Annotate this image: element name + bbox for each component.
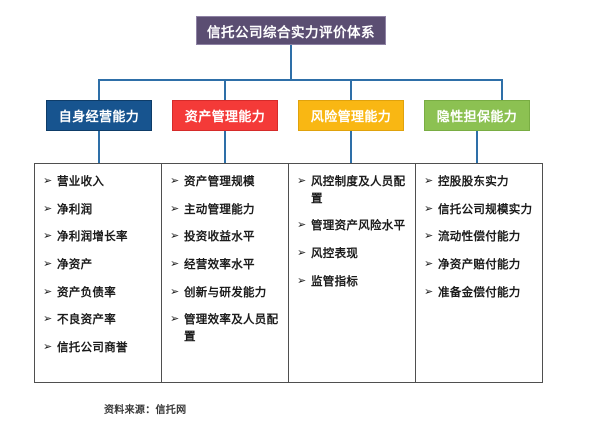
connector-panel-drop-4 [476,131,478,163]
detail-list-item-label: 资产管理规模 [184,174,255,188]
bullet-arrow-icon: ➢ [170,312,180,326]
detail-column-risk-management: ➢ 风控制度及人员配置 ➢ 管理资产风险水平 ➢ 风控表现 ➢ 监管指标 [289,164,416,382]
detail-list-item: ➢ 净资产赔付能力 [424,256,536,273]
source-note: 资料来源：信托网 [104,405,187,416]
detail-list-item: ➢ 监管指标 [297,273,409,290]
detail-list-item: ➢ 资产管理规模 [170,173,282,190]
bullet-arrow-icon: ➢ [297,246,307,260]
bullet-arrow-icon: ➢ [424,174,434,187]
bullet-arrow-icon: ➢ [424,229,434,243]
bullet-arrow-icon: ➢ [424,201,434,215]
detail-list-item: ➢ 不良资产率 [43,311,155,328]
detail-list-item-label: 控股股东实力 [438,174,509,188]
detail-list-item-label: 不良资产率 [57,312,116,327]
bullet-arrow-icon: ➢ [170,174,180,187]
detail-list-item-label: 风控制度及人员配置 [311,174,406,205]
connector-horizontal-bus [98,79,502,81]
connector-panel-drop-3 [350,131,352,163]
category-label-implicit-guarantee: 隐性担保能力 [436,110,518,125]
root-node: 信托公司综合实力评价体系 [196,16,386,45]
detail-list-item-label: 营业收入 [57,174,105,188]
detail-list-item: ➢ 净利润 [43,201,155,218]
detail-list-item: ➢ 准备金偿付能力 [424,284,536,301]
detail-list-item-label: 净资产赔付能力 [438,257,521,272]
detail-column-self-operation: ➢ 营业收入 ➢ 净利润 ➢ 净利润增长率 ➢ 净资产 ➢ 资产负债率 ➢ 不良资产率 ➢ 信托公司商誉 [35,164,162,382]
detail-list-item-label: 监管指标 [311,273,359,288]
detail-list-item-label: 创新与研发能力 [184,284,267,299]
bullet-arrow-icon: ➢ [170,201,180,215]
category-box-asset-management: 资产管理能力 [172,100,278,131]
detail-list-item-label: 管理效率及人员配置 [184,312,279,344]
detail-list-item: ➢ 管理效率及人员配置 [170,311,282,344]
root-node-label: 信托公司综合实力评价体系 [207,24,375,41]
detail-list-item-label: 投资收益水平 [184,229,255,244]
connector-drop-3 [350,79,352,101]
detail-list-item-label: 准备金偿付能力 [438,284,521,299]
bullet-arrow-icon: ➢ [43,284,53,298]
detail-column-asset-management: ➢ 资产管理规模 ➢ 主动管理能力 ➢ 投资收益水平 ➢ 经营效率水平 ➢ 创新与研发能力 ➢ 管理效… [162,164,289,382]
detail-list-item-label: 主动管理能力 [184,201,255,216]
connector-panel-drop-1 [98,131,100,163]
bullet-arrow-icon: ➢ [170,284,180,298]
category-label-asset-management: 资产管理能力 [184,110,266,125]
detail-list-item: ➢ 管理资产风险水平 [297,217,409,234]
detail-list-item-label: 流动性偿付能力 [438,229,521,244]
detail-list-item: ➢ 风控表现 [297,245,409,262]
bullet-arrow-icon: ➢ [297,174,307,187]
connector-panel-drop-2 [224,131,226,163]
detail-panel: ➢营业收入➢净利润➢净利润增长率➢净资产➢资产负债率➢不良资产率➢信托公司商誉 … [34,163,543,383]
detail-list-item-label: 资产负债率 [57,284,116,299]
connector-drop-4 [501,79,503,101]
detail-list-item: ➢ 流动性偿付能力 [424,228,536,245]
detail-list-item-label: 信托公司规模实力 [438,201,533,216]
detail-list-item-label: 净利润增长率 [57,229,128,244]
detail-list-item-label: 净利润 [57,201,93,216]
bullet-arrow-icon: ➢ [43,229,53,243]
bullet-arrow-icon: ➢ [43,174,53,187]
category-label-risk-management: 风险管理能力 [310,110,392,125]
bullet-arrow-icon: ➢ [297,218,307,232]
bullet-arrow-icon: ➢ [297,273,307,287]
bullet-arrow-icon: ➢ [424,284,434,298]
connector-drop-1 [98,79,100,101]
bullet-arrow-icon: ➢ [43,312,53,326]
detail-list-item: ➢ 投资收益水平 [170,228,282,245]
detail-list-item: ➢ 信托公司规模实力 [424,201,536,218]
detail-list-item: ➢ 信托公司商誉 [43,339,155,356]
connector-root-stem [290,45,292,80]
detail-list-item: ➢ 主动管理能力 [170,201,282,218]
detail-list-item: ➢ 经营效率水平 [170,256,282,273]
detail-list-item-label: 管理资产风险水平 [311,218,406,233]
detail-list-item-label: 经营效率水平 [184,257,255,272]
detail-list-item-label: 信托公司商誉 [57,340,128,355]
detail-list-item: ➢ 净利润增长率 [43,228,155,245]
bullet-arrow-icon: ➢ [424,257,434,271]
detail-list-item-label: 净资产 [57,257,93,272]
connector-drop-2 [224,79,226,101]
category-label-self-operation: 自身经营能力 [58,110,140,125]
bullet-arrow-icon: ➢ [170,229,180,243]
category-box-implicit-guarantee: 隐性担保能力 [424,100,530,131]
bullet-arrow-icon: ➢ [43,340,53,354]
detail-list-item: ➢ 营业收入 [43,173,155,190]
detail-list-item: ➢ 控股股东实力 [424,173,536,190]
category-box-risk-management: 风险管理能力 [298,100,404,131]
detail-list-item: ➢ 资产负债率 [43,284,155,301]
detail-list-item: ➢ 风控制度及人员配置 [297,173,409,206]
category-box-self-operation: 自身经营能力 [46,100,152,131]
bullet-arrow-icon: ➢ [170,257,180,271]
bullet-arrow-icon: ➢ [43,201,53,215]
detail-list-item: ➢ 净资产 [43,256,155,273]
bullet-arrow-icon: ➢ [43,257,53,271]
detail-list-item: ➢ 创新与研发能力 [170,284,282,301]
detail-column-implicit-guarantee: ➢ 控股股东实力 ➢ 信托公司规模实力 ➢ 流动性偿付能力 ➢ 净资产赔付能力 ➢ 准备金偿付能力 [416,164,542,382]
detail-list-item-label: 风控表现 [311,246,359,261]
